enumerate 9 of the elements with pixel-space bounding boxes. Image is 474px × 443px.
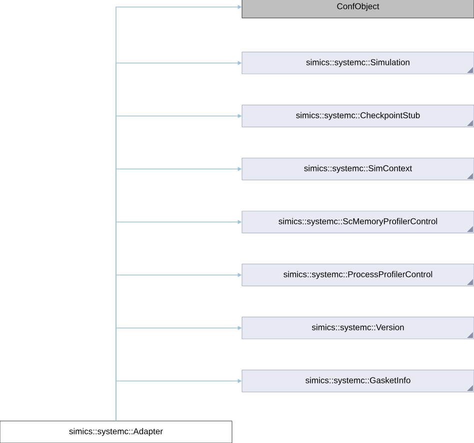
- class-box: simics::systemc::ScMemoryProfilerControl: [242, 210, 474, 234]
- class-box: simics::systemc::ProcessProfilerControl: [242, 264, 474, 286]
- class-box: ConfObject: [242, 0, 474, 18]
- class-box: simics::systemc::GasketInfo: [242, 370, 474, 392]
- class-box: simics::systemc::Version: [242, 316, 474, 340]
- class-box: simics::systemc::Simulation: [242, 52, 474, 74]
- class-box: simics::systemc::CheckpointStub: [242, 104, 474, 128]
- class-box: simics::systemc::Adapter: [0, 420, 232, 443]
- class-box: simics::systemc::SimContext: [242, 158, 474, 180]
